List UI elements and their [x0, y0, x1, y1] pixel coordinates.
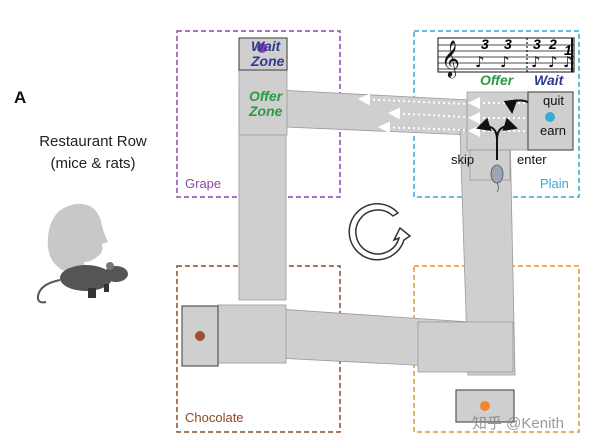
- plain-label: Plain: [540, 176, 569, 191]
- offer-zone-label-2: Zone: [249, 103, 283, 119]
- tone-wait-label: Wait: [534, 72, 564, 88]
- tone-note-1: 3: [481, 36, 489, 52]
- cherry-pellet: [480, 401, 490, 411]
- rotation-arrow-icon: [348, 203, 412, 261]
- wait-zone-label-1: Wait: [251, 38, 281, 54]
- cherry-offer-zone: [417, 321, 514, 373]
- enter-label: enter: [517, 152, 547, 167]
- tone-note-3: 3: [533, 36, 541, 52]
- human-and-rat-illustration: [36, 203, 128, 304]
- treble-clef-icon: 𝄞: [441, 39, 460, 78]
- chocolate-pellet: [195, 331, 205, 341]
- svg-text:♪: ♪: [548, 53, 558, 71]
- skip-label: skip: [451, 152, 475, 167]
- tone-offer-label: Offer: [480, 72, 514, 88]
- tone-note-4: 2: [549, 36, 557, 52]
- human-head-icon: [47, 203, 108, 276]
- cherry-reward-site: [455, 389, 515, 423]
- tone-notes: ♪ ♪ ♪ ♪ ♪: [475, 53, 573, 71]
- panel-label: A: [14, 88, 27, 107]
- figure-title-line-2: (mice & rats): [50, 155, 136, 172]
- svg-text:♪: ♪: [531, 53, 541, 71]
- tone-staff: [437, 37, 575, 73]
- chocolate-offer-zone: [217, 304, 287, 364]
- wait-zone-label-2: Zone: [251, 53, 285, 69]
- watermark: 知乎 @Kenith: [472, 415, 564, 432]
- rat-icon: [490, 164, 504, 193]
- earn-label: earn: [540, 123, 567, 138]
- grape-label: Grape: [185, 176, 222, 191]
- svg-text:♪: ♪: [563, 53, 573, 71]
- quit-label: quit: [543, 93, 564, 108]
- tone-note-5: 1: [564, 42, 572, 58]
- offer-zone-label-1: Offer: [249, 88, 283, 104]
- grape-pellet: [257, 43, 267, 53]
- chocolate-label: Chocolate: [185, 410, 244, 425]
- figure-title-line-1: Restaurant Row: [39, 133, 147, 150]
- decision-arrows: [476, 99, 529, 160]
- svg-text:♪: ♪: [475, 53, 485, 71]
- tone-note-2: 3: [504, 36, 512, 52]
- rat-illustration-icon: [36, 262, 128, 304]
- right-spur: [469, 149, 511, 181]
- plain-pellet: [545, 112, 555, 122]
- svg-text:♪: ♪: [500, 53, 510, 71]
